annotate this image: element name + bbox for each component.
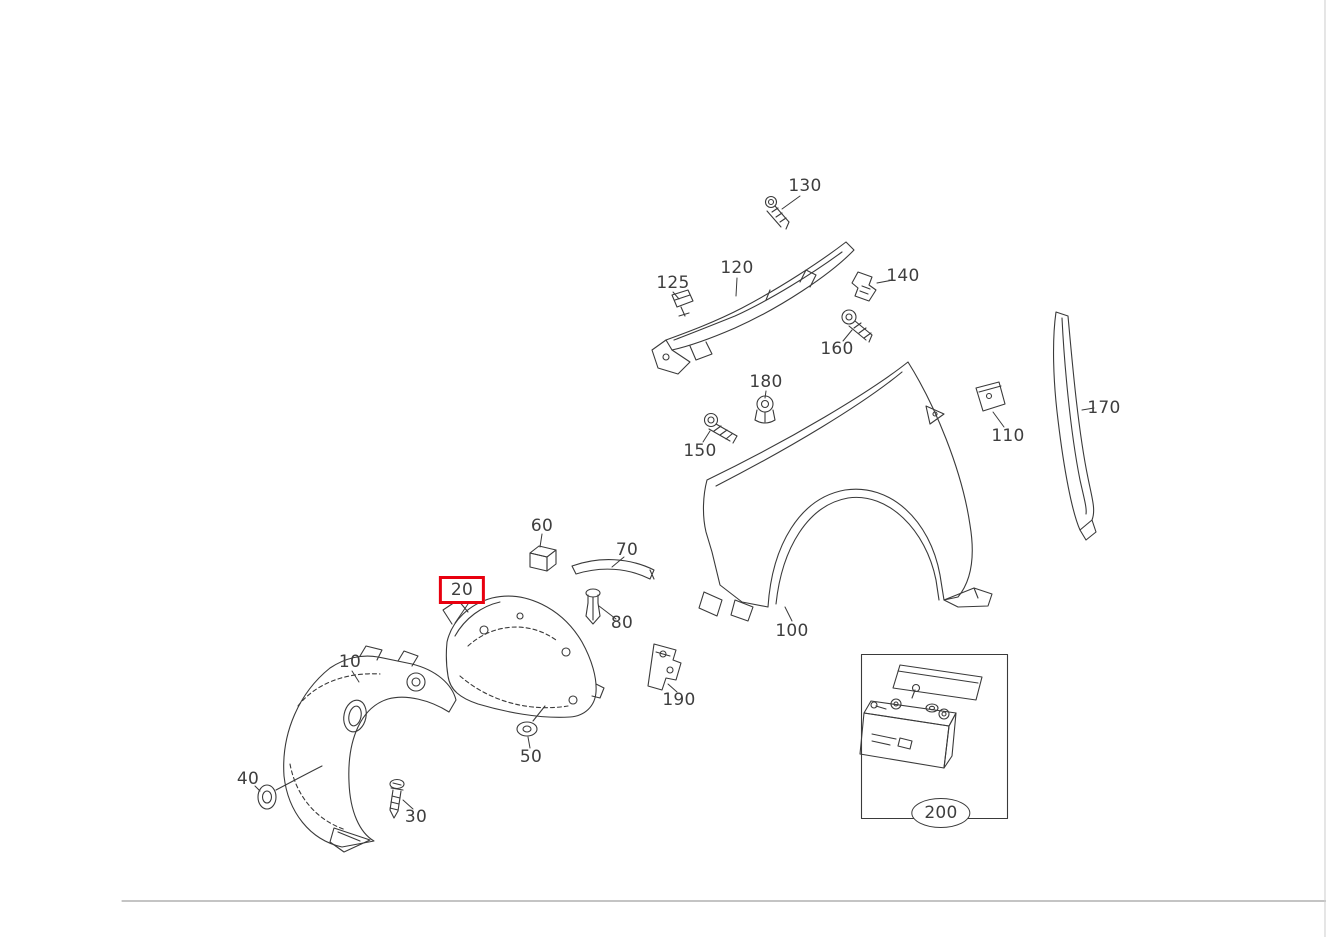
callout-130[interactable]: 130 bbox=[788, 176, 822, 196]
part-liner-20 bbox=[442, 595, 605, 718]
page-rules bbox=[121, 0, 1326, 937]
callout-70[interactable]: 70 bbox=[615, 540, 639, 560]
part-screw-30 bbox=[389, 778, 405, 819]
callout-170[interactable]: 170 bbox=[1087, 398, 1121, 418]
callout-20-highlighted[interactable]: 20 bbox=[438, 576, 486, 604]
callout-100[interactable]: 100 bbox=[775, 621, 809, 641]
part-rail-120 bbox=[651, 241, 855, 375]
part-screw-130 bbox=[764, 195, 790, 230]
part-plug-50 bbox=[516, 705, 546, 737]
callout-10[interactable]: 10 bbox=[338, 652, 362, 672]
callout-160[interactable]: 160 bbox=[820, 339, 854, 359]
callout-110[interactable]: 110 bbox=[991, 426, 1025, 446]
callout-150[interactable]: 150 bbox=[683, 441, 717, 461]
part-clip-125 bbox=[671, 289, 694, 317]
part-fender-100 bbox=[698, 361, 993, 622]
callout-80[interactable]: 80 bbox=[610, 613, 634, 633]
part-kit-box-200 bbox=[859, 653, 1009, 820]
callout-30[interactable]: 30 bbox=[404, 807, 428, 827]
callout-40[interactable]: 40 bbox=[236, 769, 260, 789]
part-strip-170 bbox=[1053, 311, 1097, 541]
callout-125[interactable]: 125 bbox=[656, 273, 690, 293]
callout-180[interactable]: 180 bbox=[749, 372, 783, 392]
part-clip-140 bbox=[851, 271, 877, 302]
part-bolt-150 bbox=[703, 412, 738, 444]
part-rivet-80 bbox=[585, 588, 601, 625]
part-bracket-190 bbox=[647, 643, 682, 691]
callout-60[interactable]: 60 bbox=[530, 516, 554, 536]
part-liner-10 bbox=[283, 645, 457, 853]
callout-140[interactable]: 140 bbox=[886, 266, 920, 286]
callout-190[interactable]: 190 bbox=[662, 690, 696, 710]
callout-120[interactable]: 120 bbox=[720, 258, 754, 278]
part-bolt-160 bbox=[841, 309, 873, 343]
part-block-60 bbox=[529, 545, 557, 572]
part-nut-180 bbox=[754, 395, 776, 424]
part-bracket-110 bbox=[975, 381, 1006, 412]
part-strip-70 bbox=[571, 559, 655, 580]
callout-200-kit[interactable]: 200 bbox=[911, 798, 971, 828]
callout-50[interactable]: 50 bbox=[519, 747, 543, 767]
part-grommet-40 bbox=[257, 765, 323, 810]
